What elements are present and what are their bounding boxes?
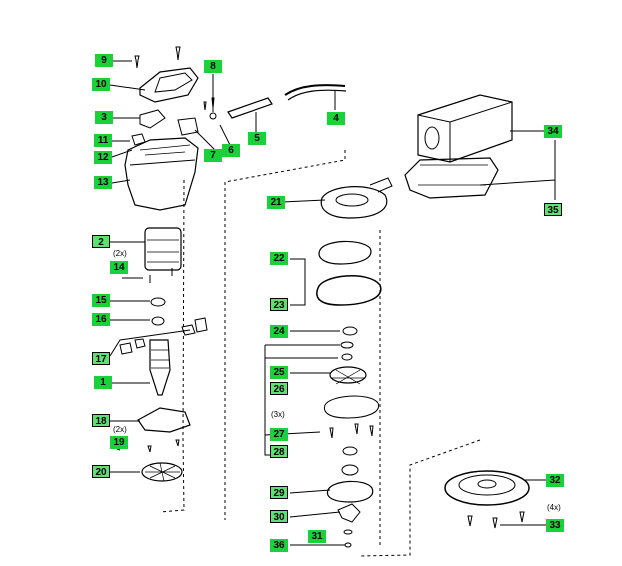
qty-note-19: (2x) xyxy=(113,425,127,434)
callout-6: 6 xyxy=(222,144,240,157)
qty-note-27: (3x) xyxy=(271,410,285,419)
part-24-bearing xyxy=(342,326,358,336)
callout-1: 1 xyxy=(94,376,112,389)
callout-20: 20 xyxy=(92,465,110,478)
callout-28: 28 xyxy=(270,445,288,458)
part-13-housing xyxy=(124,137,199,211)
callout-11: 11 xyxy=(94,134,112,147)
callout-29: 29 xyxy=(270,486,288,499)
part-9-screw-b xyxy=(175,46,181,61)
part-10-top-cover xyxy=(139,67,199,103)
callout-10: 10 xyxy=(92,78,110,91)
callout-7: 7 xyxy=(204,149,222,162)
assembly-axis-left xyxy=(159,179,185,513)
callout-30: 30 xyxy=(270,510,288,523)
callout-4: 4 xyxy=(327,112,345,125)
part-2-stator xyxy=(144,227,182,271)
part-9-screw xyxy=(134,55,140,69)
callout-35: 35 xyxy=(544,203,562,216)
callout-16: 16 xyxy=(92,313,110,326)
part-4-cable xyxy=(284,84,346,96)
callout-22: 22 xyxy=(270,252,288,265)
callout-17: 17 xyxy=(92,352,110,365)
qty-note-14: (2x) xyxy=(113,249,127,258)
callout-23: 23 xyxy=(270,298,288,311)
callout-25: 25 xyxy=(270,366,288,379)
part-15-bearing xyxy=(150,297,166,307)
part-25-gear xyxy=(329,366,367,384)
callout-5: 5 xyxy=(248,132,266,145)
part-23-skirt xyxy=(316,275,382,306)
callout-32: 32 xyxy=(546,474,564,487)
part-17-brushes xyxy=(119,317,208,355)
qty-note-33: (4x) xyxy=(547,503,561,512)
part-30-counterweight xyxy=(337,503,361,523)
part-20-fan xyxy=(141,462,183,482)
assembly-axis-center xyxy=(224,150,346,520)
part-35-adapter xyxy=(404,157,499,199)
part-29-eccentric xyxy=(326,480,374,503)
part-1-armature xyxy=(149,339,171,396)
callout-21: 21 xyxy=(267,196,285,209)
part-21-sanding-housing xyxy=(320,186,388,219)
callout-12: 12 xyxy=(94,151,112,164)
part-16-bearing xyxy=(151,316,165,326)
callout-9: 9 xyxy=(95,54,113,67)
part-22-seal xyxy=(318,240,372,265)
callout-15: 15 xyxy=(92,294,110,307)
callout-3: 3 xyxy=(95,111,113,124)
part-32-sanding-pad xyxy=(444,470,530,506)
part-5-tube xyxy=(227,97,273,119)
callout-24: 24 xyxy=(270,325,288,338)
part-26-ring xyxy=(323,395,380,419)
assembly-axis-pad xyxy=(359,439,481,557)
callout-31: 31 xyxy=(308,530,326,543)
callout-33: 33 xyxy=(546,519,564,532)
part-7-brush xyxy=(177,117,199,136)
callout-13: 13 xyxy=(94,176,112,189)
callout-8: 8 xyxy=(204,60,222,73)
part-3-switch xyxy=(139,109,166,129)
callout-2: 2 xyxy=(92,235,110,248)
callout-27: 27 xyxy=(270,428,288,441)
part-18-plate xyxy=(137,407,191,433)
callout-19: 19 xyxy=(110,436,128,449)
callout-36: 36 xyxy=(270,539,288,552)
part-34-dust-bag xyxy=(417,94,513,163)
callout-14: 14 xyxy=(110,261,128,274)
callout-18: 18 xyxy=(92,414,110,427)
callout-34: 34 xyxy=(544,125,562,138)
callout-26: 26 xyxy=(270,382,288,395)
part-28-bearing xyxy=(342,446,358,456)
